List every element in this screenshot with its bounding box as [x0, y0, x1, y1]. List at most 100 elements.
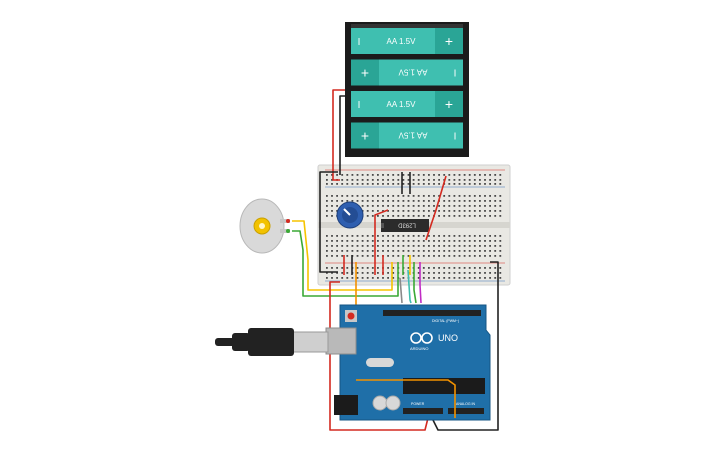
breadboard-hole: [371, 205, 374, 207]
usb-port[interactable]: [325, 327, 357, 355]
breadboard-hole: [356, 183, 359, 185]
breadboard-hole: [484, 240, 486, 242]
breadboard-hole: [433, 240, 435, 242]
battery-cell-positive-end: [351, 59, 379, 86]
breadboard-hole: [366, 235, 369, 237]
breadboard-hole: [499, 205, 502, 207]
breadboard-hole: [433, 210, 435, 212]
breadboard-hole: [479, 277, 481, 279]
breadboard-hole: [392, 183, 395, 185]
breadboard-hole: [341, 250, 344, 252]
breadboard-hole: [473, 183, 476, 185]
breadboard-hole: [484, 250, 486, 252]
wire-motor-green[interactable]: [292, 230, 399, 297]
breadboard-hole: [479, 250, 481, 252]
breadboard-hole: [443, 277, 446, 279]
breadboard-hole: [356, 240, 359, 242]
breadboard-hole: [356, 179, 359, 181]
ic-chip[interactable]: L293D: [381, 219, 429, 232]
wire-jumper-red-left[interactable]: [374, 209, 389, 275]
digital-header-label: DIGITAL (PWM~): [432, 319, 459, 323]
breadboard-hole: [377, 195, 379, 197]
breadboard-hole: [463, 245, 466, 247]
battery-cell-positive-end: [435, 91, 463, 117]
breadboard-hole: [326, 255, 328, 257]
wire-5v-red[interactable]: [329, 281, 429, 431]
breadboard-hole: [468, 240, 471, 242]
breadboard-hole: [387, 277, 389, 279]
battery-cell-label: AA 1.5V: [398, 131, 428, 140]
breadboard-hole: [382, 215, 384, 217]
wire-battery-positive[interactable]: [332, 89, 345, 181]
breadboard-hole: [341, 267, 344, 269]
wire-teal-pin[interactable]: [407, 269, 412, 304]
breadboard-hole: [479, 200, 481, 202]
breadboard-hole: [336, 205, 338, 207]
breadboard-hole: [494, 250, 497, 252]
wire-magenta[interactable]: [419, 262, 422, 304]
breadboard-hole: [479, 179, 481, 181]
ic-label: L293D: [397, 222, 415, 228]
breadboard-hole: [422, 277, 425, 279]
usb-cable[interactable]: [215, 328, 329, 356]
breadboard-hole: [356, 250, 359, 252]
breadboard-hole: [479, 205, 481, 207]
wire-rail-ground-left[interactable]: [319, 171, 338, 273]
wire-motor-yellow[interactable]: [292, 220, 393, 291]
potentiometer-indicator: [343, 208, 351, 216]
breadboard-hole: [326, 183, 328, 185]
breadboard-hole: [377, 174, 379, 176]
breadboard-hole: [351, 195, 354, 197]
breadboard-hole: [463, 272, 466, 274]
breadboard-hole: [351, 200, 354, 202]
breadboard-hole: [356, 267, 359, 269]
breadboard-hole: [402, 200, 405, 202]
breadboard-hole: [433, 174, 435, 176]
breadboard-hole: [473, 250, 476, 252]
arduino-uno[interactable]: UNO ARDUINO DIGITAL (PWM~) POWER ANALOG …: [325, 304, 491, 421]
wire-grey-pin[interactable]: [399, 277, 403, 304]
breadboard-hole: [417, 200, 420, 202]
breadboard-hole: [402, 240, 405, 242]
breadboard-hole: [397, 174, 400, 176]
breadboard-hole: [382, 210, 384, 212]
breadboard-hole: [458, 174, 461, 176]
breadboard-hole: [382, 195, 384, 197]
power-jack[interactable]: [334, 395, 358, 415]
breadboard-hole: [463, 210, 466, 212]
breadboard-hole: [361, 195, 364, 197]
breadboard-hole: [387, 215, 389, 217]
wire-green-pin[interactable]: [413, 262, 417, 304]
breadboard-hole: [377, 183, 379, 185]
potentiometer[interactable]: [336, 201, 364, 229]
breadboard-hole: [484, 174, 486, 176]
breadboard-hole: [366, 245, 369, 247]
wire-ground-right[interactable]: [431, 261, 499, 431]
breadboard-hole: [428, 200, 430, 202]
breadboard-hole: [468, 272, 471, 274]
battery-cell[interactable]: +IAA 1.5V: [351, 122, 463, 149]
breadboard-hole: [458, 205, 461, 207]
breadboard-hole: [422, 210, 425, 212]
breadboard-hole: [402, 235, 405, 237]
breadboard-hole: [387, 200, 389, 202]
breadboard-hole: [387, 174, 389, 176]
battery-cell[interactable]: +IAA 1.5V: [351, 59, 463, 86]
breadboard-hole: [463, 215, 466, 217]
wire-battery-negative[interactable]: [339, 95, 345, 175]
breadboard-hole: [463, 267, 466, 269]
wire-jumper-red-right[interactable]: [425, 175, 447, 241]
breadboard-hole: [361, 272, 364, 274]
breadboard-hole: [382, 174, 384, 176]
breadboard-hole: [468, 210, 471, 212]
breadboard-hole: [438, 272, 440, 274]
breadboard-hole: [422, 235, 425, 237]
breadboard-hole: [336, 267, 338, 269]
breadboard-hole: [412, 240, 415, 242]
breadboard-hole: [346, 174, 349, 176]
dc-motor[interactable]: [239, 198, 290, 254]
breadboard-hole: [473, 179, 476, 181]
